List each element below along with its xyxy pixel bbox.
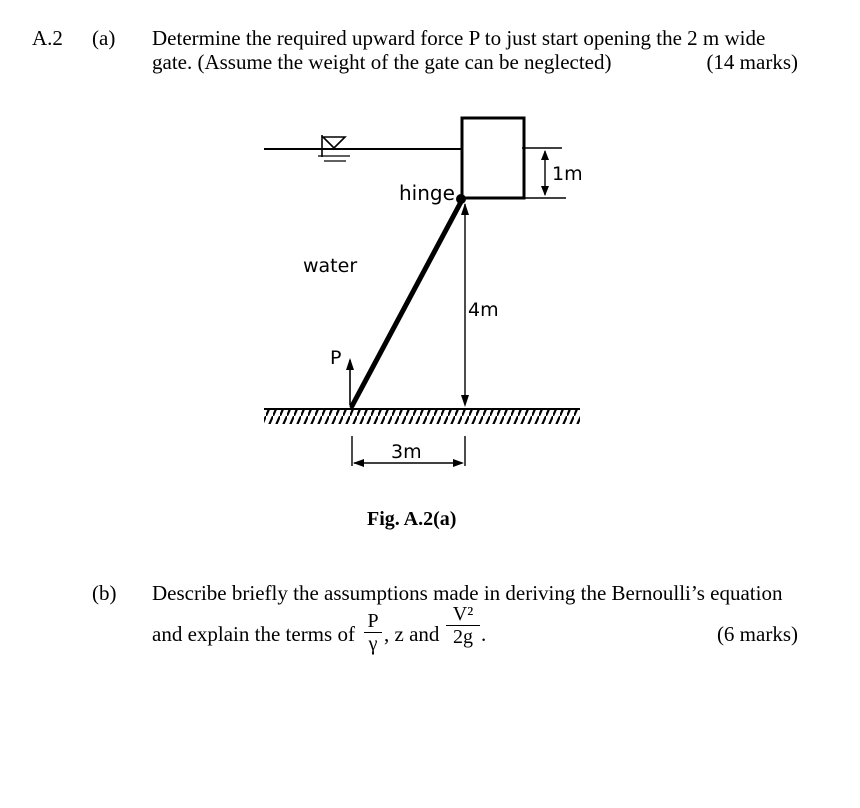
part-b-label: (b) [92, 581, 117, 605]
dimension-1m [522, 147, 566, 199]
label-4m: 4m [468, 299, 499, 321]
part-a-label: (a) [92, 26, 116, 50]
question-number: A.2 [32, 26, 63, 50]
part-a-line1: Determine the required upward force P to… [152, 26, 766, 50]
part-b-end: . [481, 622, 487, 646]
dimension-3m [351, 436, 466, 467]
fraction-v2-over-2g: V² 2g [446, 604, 480, 647]
label-hinge: hinge [399, 181, 455, 205]
label-p: P [330, 347, 341, 369]
gate-box [460, 116, 526, 200]
free-surface-symbol [318, 135, 350, 162]
part-b-line2-start: and explain the terms of [152, 622, 355, 646]
dimension-4m [461, 203, 469, 407]
gate-figure: 1m hinge water 4m P 3m [264, 116, 583, 467]
part-a-marks: (14 marks) [706, 50, 798, 74]
part-b-middle: , z and [384, 622, 440, 646]
part-b-marks: (6 marks) [716, 622, 798, 646]
fraction-gamma-denominator: γ [368, 633, 378, 655]
hinge-point [456, 194, 466, 204]
ground-hatching [264, 410, 580, 424]
fraction-p-numerator: P [367, 610, 379, 632]
inclined-gate [349, 197, 465, 409]
fraction-v2-numerator: V² [452, 603, 474, 625]
label-water: water [303, 255, 357, 277]
part-b-line1: Describe briefly the assumptions made in… [152, 581, 783, 605]
force-p-arrow [346, 358, 354, 405]
fraction-p-over-gamma: P γ [364, 611, 382, 654]
fraction-2g-denominator: 2g [453, 626, 473, 648]
label-3m: 3m [391, 441, 422, 463]
figure-caption: Fig. A.2(a) [367, 508, 457, 530]
label-1m: 1m [552, 163, 583, 185]
part-a-line2: gate. (Assume the weight of the gate can… [152, 50, 612, 74]
